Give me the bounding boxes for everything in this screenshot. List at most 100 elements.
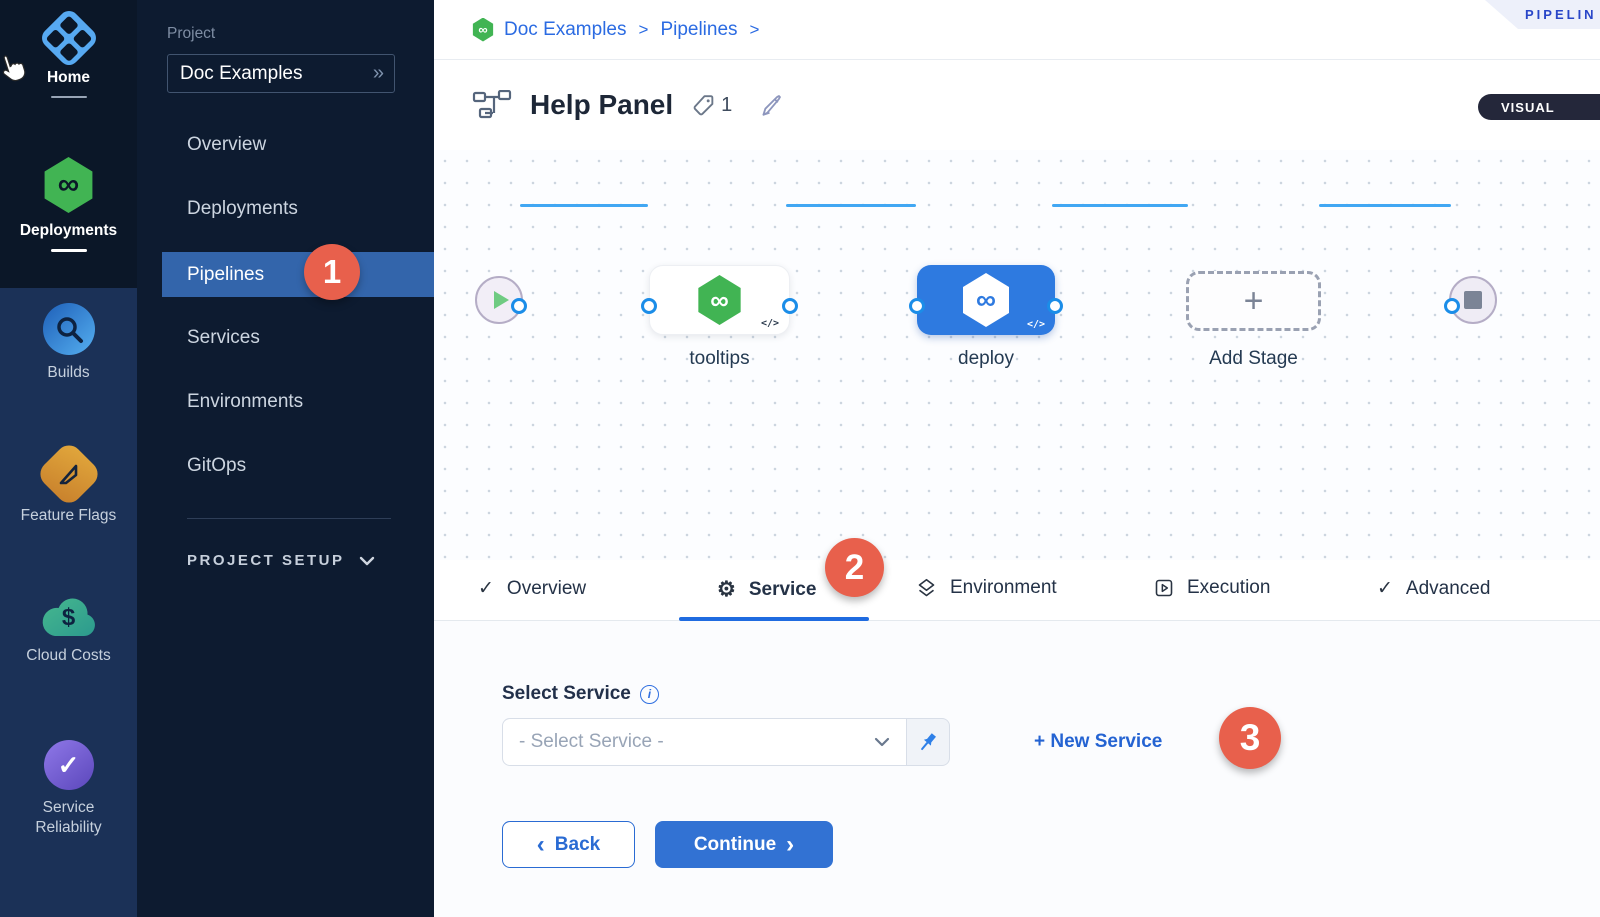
edit-pencil-icon[interactable] <box>758 92 784 118</box>
tags-indicator[interactable]: 1 <box>691 93 732 118</box>
sidebar-item-gitops[interactable]: GitOps <box>187 455 247 476</box>
breadcrumb-separator: > <box>638 19 649 39</box>
stage-deploy-selected[interactable]: ∞ </> <box>917 265 1055 335</box>
stage-cd-icon: ∞ <box>963 273 1009 327</box>
deployments-underline <box>50 249 87 252</box>
chevron-down-icon <box>359 556 374 565</box>
back-button[interactable]: ‹ Back <box>502 821 635 868</box>
stop-icon <box>1464 291 1482 309</box>
harness-logo-icon <box>37 6 100 70</box>
module-rail: Home ∞ Deployments Builds Feature Flags … <box>0 0 137 917</box>
sidebar-item-home[interactable]: Home <box>0 6 137 98</box>
tab-environment[interactable]: Environment <box>916 577 1057 599</box>
pipeline-edge <box>520 204 648 207</box>
add-stage-label: Add Stage <box>1209 348 1298 369</box>
tab-label: Execution <box>1187 577 1271 598</box>
tab-service[interactable]: ⚙ Service <box>717 577 816 602</box>
pushpin-icon <box>921 733 936 751</box>
stage-label: deploy <box>958 348 1014 369</box>
tag-count: 1 <box>721 93 733 116</box>
breadcrumb-separator: > <box>749 19 760 39</box>
continue-button[interactable]: Continue › <box>655 821 833 868</box>
tab-label: Overview <box>506 577 587 599</box>
chevrons-right-icon: » <box>372 62 384 84</box>
stage-cd-icon: ∞ <box>698 275 741 325</box>
service-select-group: - Select Service - <box>502 718 950 766</box>
sidebar-item-services[interactable]: Services <box>187 327 260 348</box>
check-icon: ✓ <box>478 578 494 599</box>
tab-label: Service <box>748 578 817 600</box>
sidebar-item-feature-flags[interactable]: Feature Flags <box>0 440 137 525</box>
connector-port[interactable] <box>641 298 657 314</box>
tab-advanced[interactable]: ✓ Advanced <box>1377 577 1490 600</box>
service-select-dropdown[interactable]: - Select Service - <box>502 718 907 766</box>
sidebar-item-label: Service <box>42 799 95 816</box>
mouse-cursor-icon <box>0 49 31 91</box>
project-sidebar: Project Doc Examples » Overview Deployme… <box>137 0 434 917</box>
project-setup-toggle[interactable]: PROJECT SETUP <box>187 552 375 569</box>
sidebar-item-label: Home <box>46 69 91 86</box>
breadcrumb: ∞ Doc Examples > Pipelines > <box>434 0 1600 60</box>
form-navigation: ‹ Back Continue › <box>502 821 833 868</box>
connector-port[interactable] <box>511 298 527 314</box>
connector-port[interactable] <box>1444 298 1460 314</box>
add-stage-button[interactable]: + <box>1186 271 1321 331</box>
connector-port[interactable] <box>1047 298 1063 314</box>
active-tab-indicator <box>679 617 869 621</box>
annotation-badge-2: 2 <box>825 538 884 597</box>
divider <box>187 518 391 519</box>
connector-port[interactable] <box>909 298 925 314</box>
banner-label: PIPELIN <box>1525 7 1597 22</box>
project-name: Doc Examples <box>180 62 303 84</box>
stage-label: tooltips <box>689 348 750 369</box>
sidebar-item-service-reliability[interactable]: ✓ Service Reliability <box>0 740 137 837</box>
service-reliability-icon: ✓ <box>43 740 94 790</box>
visual-yaml-toggle[interactable]: VISUAL <box>1478 94 1600 120</box>
pipeline-canvas[interactable]: ∞ </> tooltips ∞ </> deploy + Add Stage <box>434 150 1600 560</box>
sidebar-item-overview[interactable]: Overview <box>187 134 267 155</box>
select-placeholder: - Select Service - <box>519 731 664 752</box>
cloud-costs-icon: $ <box>40 594 98 638</box>
sidebar-item-label: Feature Flags <box>20 507 117 524</box>
sidebar-item-pipelines[interactable]: Pipelines <box>162 252 434 297</box>
project-section-label: Project <box>167 25 216 42</box>
pipeline-edge <box>786 204 916 207</box>
chevron-down-icon <box>874 737 890 747</box>
tab-label: Advanced <box>1405 577 1491 599</box>
pipeline-edge <box>1052 204 1188 207</box>
back-button-label: Back <box>554 833 601 855</box>
code-icon: </> <box>1026 319 1045 330</box>
sidebar-item-deployments-menu[interactable]: Deployments <box>187 198 298 219</box>
project-selector[interactable]: Doc Examples » <box>167 54 395 93</box>
builds-ci-icon <box>42 303 95 355</box>
tab-overview[interactable]: ✓ Overview <box>478 577 586 600</box>
connector-port[interactable] <box>782 298 798 314</box>
visual-toggle-label: VISUAL <box>1501 99 1555 115</box>
sidebar-item-label: Builds <box>47 364 90 381</box>
breadcrumb-link-project[interactable]: Doc Examples <box>504 18 627 40</box>
environment-icon <box>918 578 935 596</box>
tab-execution[interactable]: Execution <box>1154 577 1270 599</box>
pipeline-header: Help Panel 1 <box>434 60 1600 150</box>
tag-icon <box>693 94 714 115</box>
annotation-badge-3: 3 <box>1219 707 1281 769</box>
annotation-badge-1: 1 <box>304 244 360 300</box>
gear-icon: ⚙ <box>717 578 736 601</box>
feature-flags-icon <box>34 440 103 508</box>
stage-config-tabbar: ✓ Overview ⚙ Service Environment Executi… <box>434 560 1600 621</box>
sidebar-item-deployments[interactable]: ∞ Deployments <box>0 157 137 252</box>
info-icon[interactable]: i <box>639 684 659 704</box>
new-service-link[interactable]: + New Service <box>1034 731 1163 752</box>
breadcrumb-link-pipelines[interactable]: Pipelines <box>660 18 738 40</box>
sidebar-item-cloud-costs[interactable]: $ Cloud Costs <box>0 594 137 665</box>
sidebar-item-label: Cloud Costs <box>26 647 111 664</box>
select-service-label: Select Service i <box>502 683 659 705</box>
project-harness-icon: ∞ <box>472 17 494 42</box>
sidebar-item-builds[interactable]: Builds <box>0 303 137 382</box>
select-service-label-text: Select Service <box>502 683 631 704</box>
stage-tooltips[interactable]: ∞ </> <box>649 265 790 335</box>
sidebar-item-label: Deployments <box>19 222 118 239</box>
sidebar-item-environments[interactable]: Environments <box>187 391 304 412</box>
service-tab-content: Select Service i - Select Service - <box>434 621 1600 917</box>
pin-service-button[interactable] <box>907 718 950 766</box>
